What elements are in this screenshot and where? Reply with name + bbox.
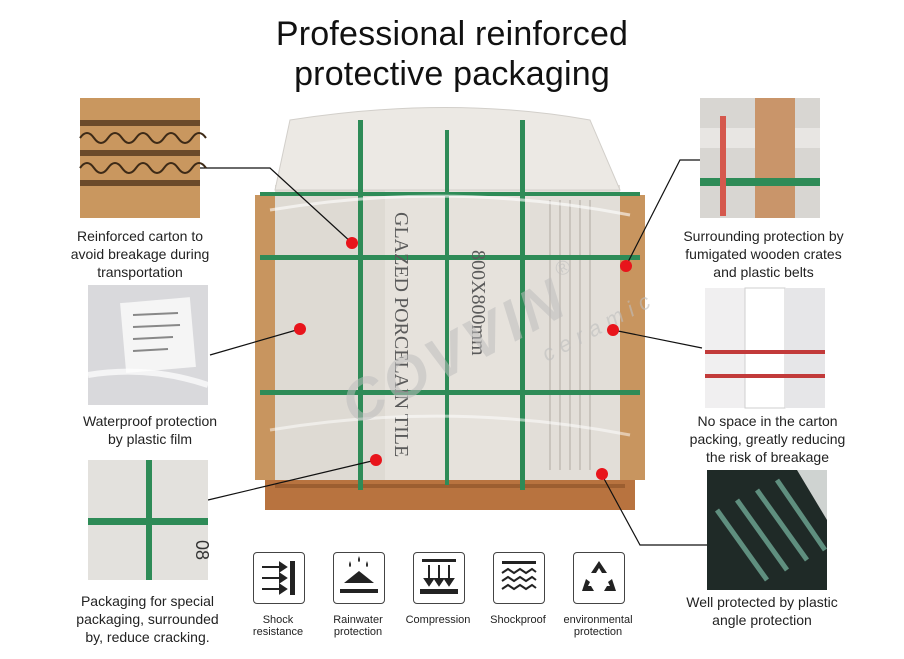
shock-resistance-icon: [253, 552, 305, 604]
shockproof-icon: [493, 552, 545, 604]
compression-icon: [413, 552, 465, 604]
caption-waterproof: Waterproof protection by plastic film: [82, 413, 218, 447]
box-small-label: 08: [192, 540, 212, 560]
caption-reinforced-carton: Reinforced carton to avoid breakage duri…: [70, 228, 210, 280]
callout-dot-special: [370, 454, 382, 466]
environmental-protection-icon: [573, 552, 625, 604]
box-print-line-2: 800X800mm: [467, 250, 489, 356]
callout-dot-carton: [346, 237, 358, 249]
callout-dot-angle: [596, 468, 608, 480]
callout-dot-nospace: [607, 324, 619, 336]
compression-label: Compression: [405, 614, 471, 626]
page-title: Professional reinforced protective packa…: [0, 14, 904, 94]
caption-no-space: No space in the carton packing, greatly …: [689, 413, 846, 465]
rainwater-protection-icon: [333, 552, 385, 604]
caption-surrounding-protection: Surrounding protection by fumigated wood…: [683, 228, 844, 280]
strapped-box-photo: 08: [88, 460, 212, 580]
box-print-line-1: GLAZED PORCELAIN TILE: [390, 212, 412, 457]
title-line-2: protective packaging: [294, 55, 610, 93]
corrugated-carton-photo: [79, 98, 207, 218]
caption-special-packaging: Packaging for special packaging, surroun…: [76, 593, 219, 645]
callout-dot-crate: [620, 260, 632, 272]
stacked-cartons-photo: [705, 287, 825, 409]
plastic-film-label-photo: [87, 285, 209, 405]
callout-dot-film: [294, 323, 306, 335]
wooden-crate-photo: [700, 98, 820, 218]
rainwater-protection-label: Rainwater protection: [333, 614, 383, 638]
environmental-protection-label: environmental protection: [563, 614, 633, 638]
plastic-angle-protector-photo: [707, 470, 828, 590]
caption-angle-protection: Well protected by plastic angle protecti…: [686, 594, 838, 628]
shock-resistance-label: Shock resistance: [252, 614, 304, 638]
title-line-1: Professional reinforced: [275, 15, 629, 53]
shockproof-label: Shockproof: [490, 614, 546, 626]
